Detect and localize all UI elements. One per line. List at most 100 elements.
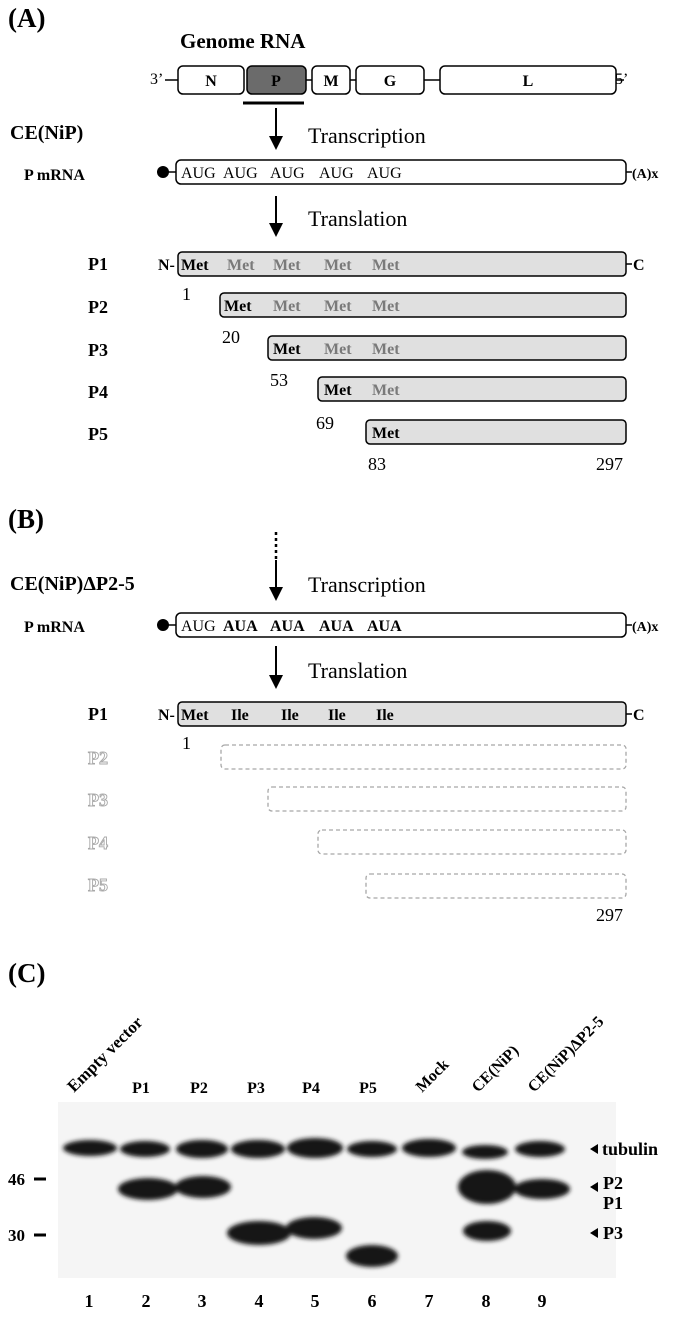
marker-46: 46 (8, 1170, 25, 1189)
construct-ce-nip-label: CE(NiP) (10, 122, 83, 144)
protein-bar-p5 (365, 419, 627, 445)
codon-b-2: AUA (223, 618, 258, 635)
protein-name-p3: P3 (88, 340, 108, 360)
codon-a-4: AUG (319, 165, 354, 182)
end-residue-a: 297 (596, 454, 623, 474)
lane-header-6: P5 (359, 1080, 377, 1097)
ghost-name-p5: P5 (88, 875, 108, 895)
band-tubulin-lane4 (231, 1140, 285, 1158)
poly-a-label-b: (A)x (632, 620, 658, 635)
n-terminus-label-b: N- (158, 707, 175, 724)
p1-met-1: Met (181, 257, 209, 274)
gene-m-box (311, 65, 351, 95)
p1-start-residue: 1 (182, 284, 191, 304)
gene-l-box (439, 65, 617, 95)
panel-a: (A) Genome RNA 3’ 5’ N P M G L CE(NiP) (8, 3, 658, 474)
p2-start-residue: 20 (222, 327, 240, 347)
p1-met-3: Met (273, 257, 301, 274)
codon-b-3: AUA (270, 618, 305, 635)
p-mrna-label-b: P mRNA (24, 619, 85, 636)
p4-met-2: Met (372, 382, 400, 399)
p4-start-residue: 69 (316, 413, 334, 433)
p5-start-residue: 83 (368, 454, 386, 474)
protein-p5-a: P5 Met 83 (88, 419, 627, 474)
lane-header-7: Mock (413, 1056, 453, 1096)
p1b-residue-5: Ile (376, 707, 394, 724)
label-tubulin: tubulin (602, 1139, 658, 1159)
ghost-name-p2: P2 (88, 748, 108, 768)
p2-met-2: Met (273, 298, 301, 315)
transcription-arrow-b (269, 532, 283, 601)
p3-start-residue: 53 (270, 370, 288, 390)
protein-bar-p3 (267, 335, 627, 361)
lane-number-5: 5 (311, 1291, 320, 1311)
codon-a-1: AUG (181, 165, 216, 182)
label-p2: P2 (603, 1173, 623, 1193)
lane-number-6: 6 (368, 1291, 377, 1311)
genome-rna-title: Genome RNA (180, 29, 306, 53)
protein-bar-p2 (219, 292, 627, 318)
ghost-bar-p5 (365, 873, 627, 899)
p-mrna-label-a: P mRNA (24, 167, 85, 184)
codon-b-1: AUG (181, 618, 216, 635)
p1b-residue-3: Ile (281, 707, 299, 724)
label-p1: P1 (603, 1193, 623, 1213)
lane-number-8: 8 (482, 1291, 491, 1311)
band-tubulin-lane7 (402, 1139, 456, 1157)
band-p3-lane8 (463, 1221, 511, 1241)
gene-g-box (355, 65, 425, 95)
p5-met-1: Met (372, 425, 400, 442)
gene-l-label: L (523, 73, 534, 90)
p-mrna-b: P mRNA (A)x AUG AUA AUA AUA AUA (24, 612, 658, 638)
p4-met-1: Met (324, 382, 352, 399)
marker-30: 30 (8, 1226, 25, 1245)
transcription-arrow-a (269, 108, 283, 150)
genome-3prime-label: 3’ (150, 71, 163, 88)
p2-met-3: Met (324, 298, 352, 315)
p1-met-4: Met (324, 257, 352, 274)
c-terminus-label-a: C (633, 257, 645, 274)
band-tubulin-lane8 (462, 1145, 508, 1159)
band-p1-lane2 (118, 1178, 178, 1200)
lane-number-9: 9 (538, 1291, 547, 1311)
translation-arrow-a (269, 196, 283, 237)
protein-name-p1: P1 (88, 254, 108, 274)
band-tubulin-lane2 (120, 1141, 170, 1157)
p1-met-2: Met (227, 257, 255, 274)
lane-header-3: P2 (190, 1080, 208, 1097)
gene-n-label: N (205, 73, 217, 90)
lane-number-4: 4 (255, 1291, 264, 1311)
band-p5-lane6 (346, 1245, 398, 1267)
tubulin-arrowhead (590, 1144, 598, 1154)
protein-bar-p4 (317, 376, 627, 402)
protein-p1-b: P1 N- C Met Ile Ile Ile Ile 1 (88, 701, 645, 753)
p2-met-1: Met (224, 298, 252, 315)
band-p3-lane4 (227, 1221, 291, 1245)
codon-b-5: AUA (367, 618, 402, 635)
codon-a-2: AUG (223, 165, 258, 182)
lane-number-3: 3 (198, 1291, 207, 1311)
gene-g-label: G (384, 73, 397, 90)
band-tubulin-lane9 (515, 1141, 565, 1157)
genome-rna-map: N P M G L (165, 65, 624, 105)
gene-m-label: M (323, 73, 338, 90)
p2p1-arrowhead (590, 1182, 598, 1192)
lane-header-9: CE(NiP)ΔP2-5 (525, 1013, 608, 1096)
lane-header-4: P3 (247, 1080, 265, 1097)
p3-met-3: Met (372, 341, 400, 358)
panel-c-label: (C) (8, 958, 45, 988)
p1b-residue-4: Ile (328, 707, 346, 724)
ghost-bar-p2 (220, 744, 627, 770)
absent-proteins: P2 P3 P4 P5 (88, 744, 627, 899)
panel-b-label: (B) (8, 504, 44, 534)
n-terminus-label-a: N- (158, 257, 175, 274)
end-residue-b: 297 (596, 905, 623, 925)
p3-arrowhead (590, 1228, 598, 1238)
band-p1-lane9 (514, 1179, 570, 1199)
lane-number-2: 2 (142, 1291, 151, 1311)
band-p2-lane3 (175, 1176, 231, 1198)
band-tubulin-lane5 (287, 1138, 343, 1158)
codon-a-5: AUG (367, 165, 402, 182)
protein-p2-a: P2 Met Met Met Met 20 (88, 292, 627, 347)
lane-header-2: P1 (132, 1080, 150, 1097)
